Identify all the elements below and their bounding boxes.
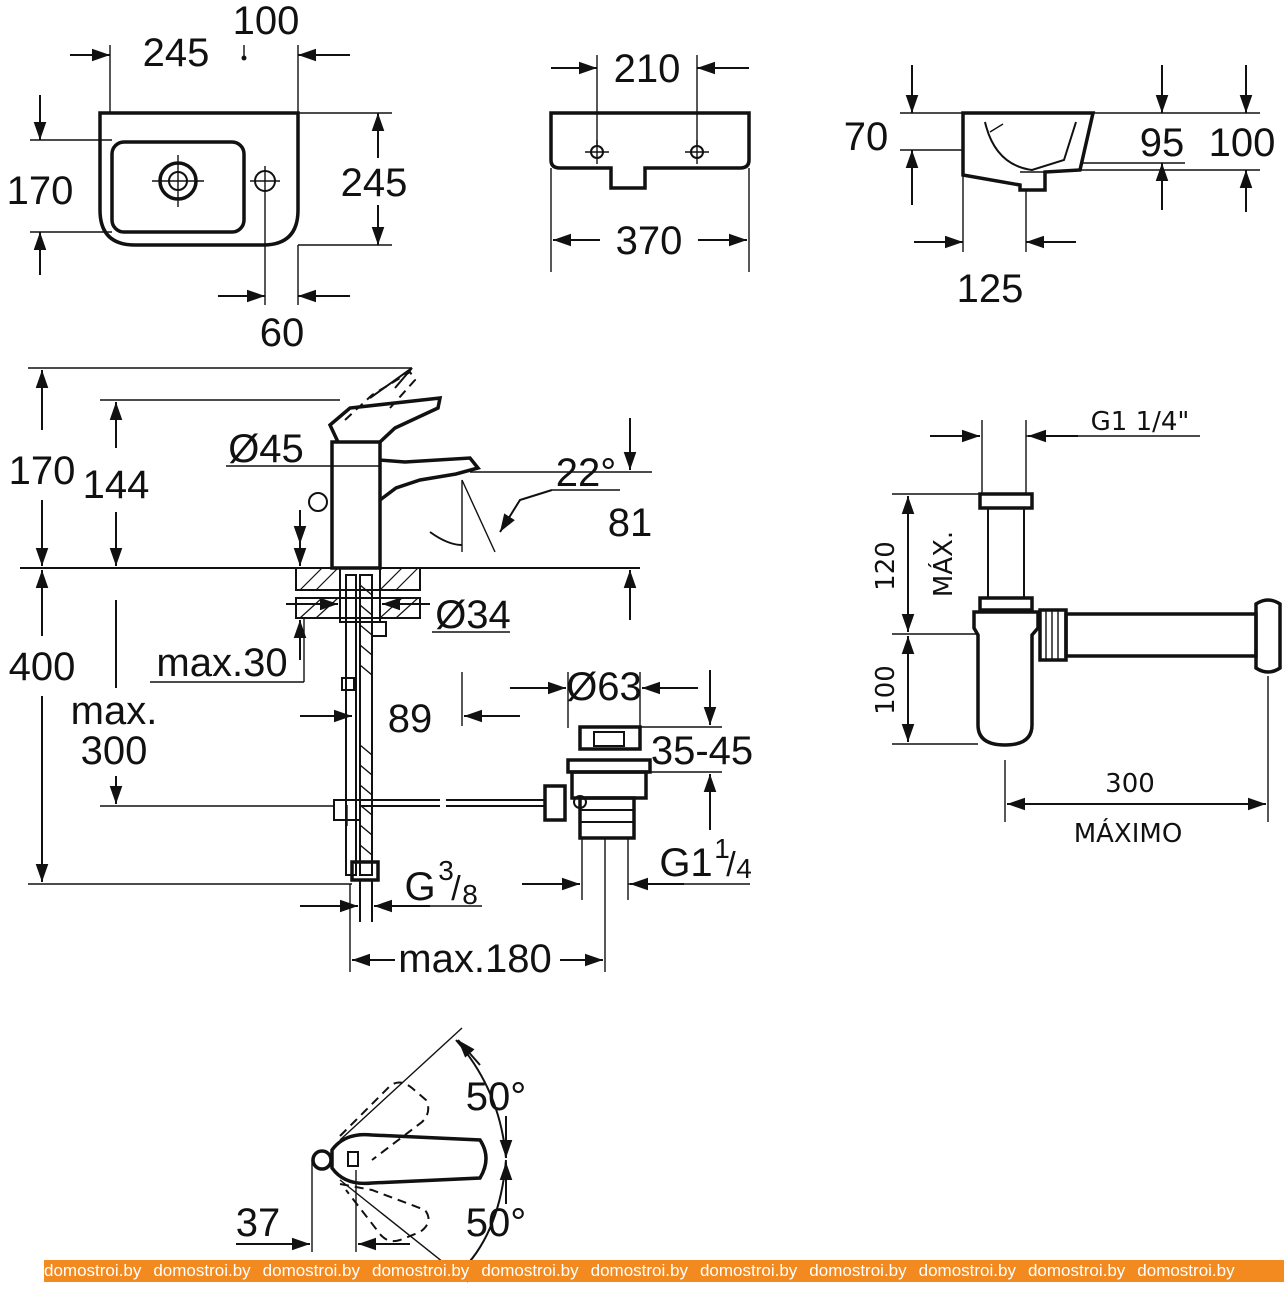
basin-front-view: 210 370 <box>549 47 751 272</box>
dim-245-right: 245 <box>341 161 408 205</box>
dim-waste-thread-main: G1 <box>659 841 712 885</box>
watermark-text: domostroi.by <box>590 1261 688 1280</box>
dim-supply-thread-num: 3 <box>438 855 454 886</box>
dim-max-300-line1: max. <box>71 689 158 733</box>
dim-max-180: max.180 <box>398 937 551 981</box>
dim-siphon-thread: G1 1/4" <box>1091 407 1190 437</box>
watermark-text: domostroi.by <box>1137 1261 1235 1280</box>
dim-400-faucet: 400 <box>9 645 76 689</box>
siphon-body <box>972 610 1040 747</box>
watermark-text: domostroi.by <box>262 1261 360 1280</box>
dim-supply-thread-den: 8 <box>462 879 478 910</box>
dim-35-45: 35-45 <box>651 729 753 773</box>
dim-lever-37: 37 <box>236 1201 281 1245</box>
watermark-text: domostroi.by <box>809 1261 907 1280</box>
dim-supply-thread-main: G <box>404 865 435 909</box>
lever-handle <box>330 1132 488 1186</box>
watermark-text: domostroi.by <box>699 1261 798 1280</box>
dim-siphon-max: MÁX. <box>927 531 959 597</box>
dim-siphon-300: 300 <box>1105 769 1155 799</box>
siphon-outlet-pipe <box>1064 612 1258 658</box>
dim-144-faucet: 144 <box>83 463 150 507</box>
basin-side-view: 70 95 100 125 <box>844 65 1276 311</box>
basin-outline <box>98 111 300 247</box>
siphon-view: G1 1/4" 120 MÁX. 100 300 MÁXIMO <box>871 407 1282 849</box>
watermark-strip: domostroi.by domostroi.by domostroi.by domo… <box>44 1260 1284 1282</box>
faucet-lever-raised <box>344 370 417 421</box>
watermark-text: domostroi.by <box>918 1261 1016 1280</box>
dim-siphon-120: 120 <box>871 541 901 591</box>
dim-210-front: 210 <box>614 47 681 91</box>
dim-170-left: 170 <box>7 169 74 213</box>
lever-rotated-down <box>339 1183 430 1243</box>
watermark-text: domostroi.by <box>44 1261 142 1280</box>
basin-front-outline <box>549 111 751 190</box>
lever-pivot <box>311 1149 333 1171</box>
dim-100-top: 100 <box>233 0 300 43</box>
basin-bowl <box>110 140 246 234</box>
dim-60-bottom: 60 <box>260 311 305 355</box>
watermark-text: domostroi.by <box>1027 1261 1126 1280</box>
siphon-top-nut <box>978 492 1034 510</box>
dim-70-side: 70 <box>844 115 889 159</box>
dim-370-front: 370 <box>616 219 683 263</box>
dim-89-faucet: 89 <box>388 697 433 741</box>
faucet-section-view: 170 144 Ø45 22° 81 Ø34 max.30 <box>9 367 753 981</box>
basin-top-view: 245 100 170 245 60 <box>7 0 408 355</box>
siphon-outlet-nut <box>1038 608 1068 662</box>
dim-diameter-45: Ø45 <box>228 427 304 471</box>
dim-angle-22: 22° <box>556 451 617 495</box>
supply-hose <box>345 574 357 876</box>
dim-waste-thread-num: 1 <box>714 833 730 864</box>
dim-diameter-63: Ø63 <box>566 665 642 709</box>
faucet-body <box>330 440 382 570</box>
watermark-text: domostroi.by <box>371 1261 470 1280</box>
watermark-text: domostroi.by <box>481 1261 579 1280</box>
waste-valve <box>543 725 652 840</box>
dim-95-side: 95 <box>1140 121 1185 165</box>
watermark-text: domostroi.by <box>153 1261 251 1280</box>
dim-81-faucet: 81 <box>608 501 653 545</box>
dim-125-side: 125 <box>957 267 1024 311</box>
dim-waste-thread-slash: / <box>726 846 736 884</box>
dim-max-300-line2: 300 <box>81 729 148 773</box>
supply-nut <box>350 860 380 882</box>
dim-supply-thread-slash: / <box>451 870 461 908</box>
dim-245-top: 245 <box>143 31 210 75</box>
dim-siphon-100: 100 <box>871 665 901 715</box>
basin-side-outline <box>961 111 1096 192</box>
dim-lever-angle-up: 50° <box>466 1075 527 1119</box>
dim-lever-angle-down: 50° <box>466 1201 527 1245</box>
dim-100-side: 100 <box>1209 121 1276 165</box>
dim-diameter-34: Ø34 <box>435 593 511 637</box>
dim-max-30: max.30 <box>156 641 287 685</box>
dim-170-faucet: 170 <box>9 449 76 493</box>
faucet-lever <box>327 395 443 444</box>
dim-siphon-maximo: MÁXIMO <box>1074 817 1183 849</box>
faucet-spout <box>378 456 482 502</box>
lever-top-view: 50° 50° 37 <box>236 1027 527 1283</box>
dim-waste-thread-den: 4 <box>736 853 752 884</box>
lever-rotated-up <box>339 1081 430 1161</box>
